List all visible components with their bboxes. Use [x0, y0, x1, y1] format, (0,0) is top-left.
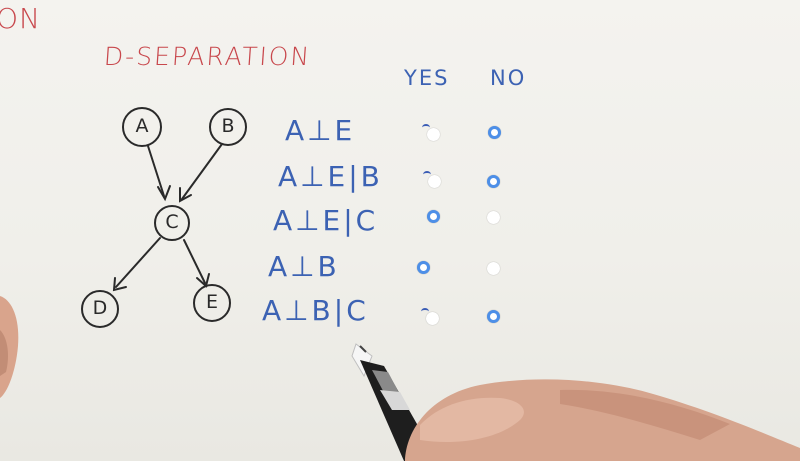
- radio-yes-5[interactable]: [421, 308, 439, 325]
- question-label-2: A⊥E|B: [278, 160, 383, 193]
- edge-c-e: [183, 239, 206, 284]
- page-title: D-SEPARATION: [102, 42, 313, 71]
- radio-no-4[interactable]: [487, 262, 500, 275]
- node-a-circle: [122, 107, 162, 147]
- question-label-4: A⊥B: [268, 250, 340, 283]
- question-label-1: A⊥E: [285, 114, 356, 147]
- edge-a-c-arrow: [157, 185, 171, 202]
- right-hand-shadow: [560, 389, 730, 440]
- edge-c-d-arrow: [112, 277, 127, 292]
- radio-yes-2[interactable]: [423, 171, 441, 188]
- edge-b-c-arrow: [179, 187, 192, 203]
- radio-no-3[interactable]: [487, 211, 500, 224]
- edge-c-d: [115, 237, 161, 288]
- pen-mark-icon: [422, 124, 430, 131]
- question-label-3: A⊥E|C: [273, 204, 379, 237]
- column-header-yes: YES: [404, 66, 450, 90]
- node-e-circle: [193, 284, 231, 322]
- node-label-b: B: [221, 115, 235, 137]
- radio-no-2[interactable]: [487, 175, 500, 188]
- radio-no-5[interactable]: [487, 310, 500, 323]
- pen-mark-icon: [421, 308, 429, 315]
- node-c-circle: [154, 205, 190, 241]
- question-label-5: A⊥B|C: [262, 294, 369, 327]
- corner-partial-text: ON: [0, 2, 41, 35]
- left-hand-shadow: [0, 330, 8, 376]
- right-hand-knuckle: [420, 397, 524, 442]
- node-b-circle: [209, 108, 247, 146]
- radio-yes-3[interactable]: [427, 210, 440, 223]
- edge-c-e-arrow: [196, 273, 210, 288]
- node-label-d: D: [92, 297, 108, 319]
- edge-b-c: [181, 143, 223, 200]
- node-label-a: A: [135, 115, 149, 137]
- radio-yes-1[interactable]: [422, 124, 440, 141]
- node-d-circle: [81, 290, 119, 328]
- radio-no-1[interactable]: [488, 126, 501, 139]
- radio-yes-4[interactable]: [417, 261, 430, 274]
- pen-mark-icon: [423, 171, 431, 178]
- edge-a-c: [147, 145, 165, 197]
- column-header-no: NO: [490, 66, 527, 90]
- node-label-e: E: [205, 291, 218, 313]
- node-label-c: C: [165, 211, 179, 233]
